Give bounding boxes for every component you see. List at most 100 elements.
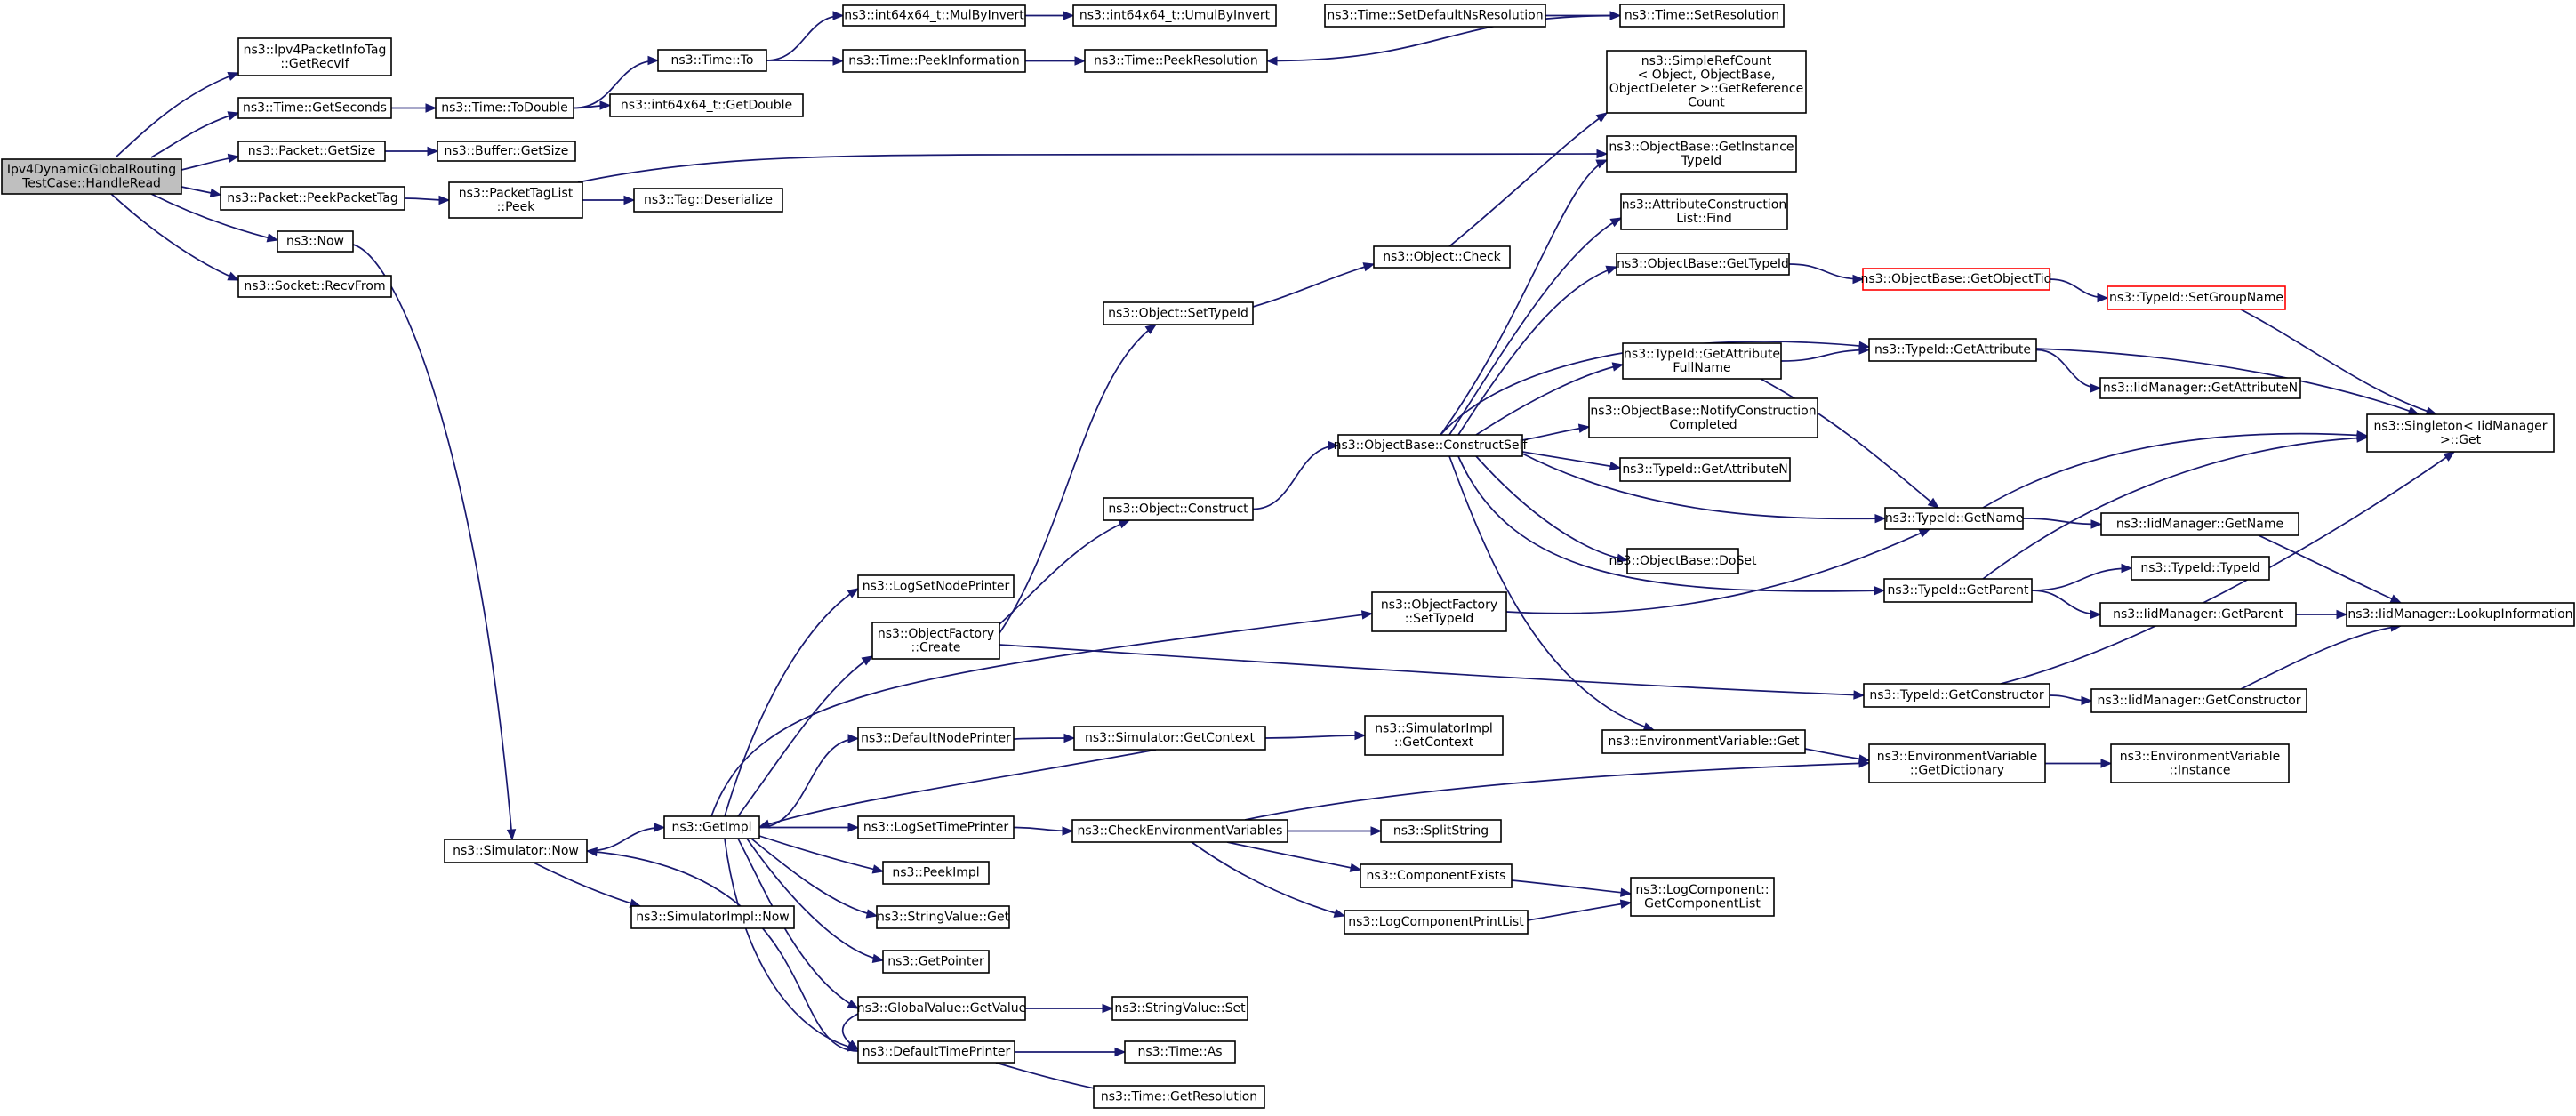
function-node-recvfrom[interactable]: ns3::Socket::RecvFrom bbox=[237, 275, 392, 298]
function-node-mulbyinvert[interactable]: ns3::int64x64_t::MulByInvert bbox=[842, 4, 1026, 27]
node-box bbox=[1344, 910, 1529, 935]
function-node-setdefns[interactable]: ns3::Time::SetDefaultNsResolution bbox=[1324, 4, 1546, 28]
function-node-todouble[interactable]: ns3::Time::ToDouble bbox=[435, 97, 574, 119]
function-node-tidgetattr[interactable]: ns3::TypeId::GetAttribute bbox=[1868, 338, 2037, 362]
function-node-tidtypeid[interactable]: ns3::TypeId::TypeId bbox=[2131, 556, 2270, 581]
function-node-recvif[interactable]: ns3::Ipv4PacketInfoTag::GetRecvIf bbox=[237, 37, 392, 76]
node-box bbox=[842, 49, 1026, 73]
function-node-checkenv[interactable]: ns3::CheckEnvironmentVariables bbox=[1071, 819, 1288, 843]
function-node-tidgetctor[interactable]: ns3::TypeId::GetConstructor bbox=[1863, 683, 2050, 708]
function-node-getpointer[interactable]: ns3::GetPointer bbox=[882, 950, 990, 974]
function-node-timeas[interactable]: ns3::Time::As bbox=[1124, 1040, 1236, 1064]
function-node-pgetsize[interactable]: ns3::Packet::GetSize bbox=[237, 141, 386, 162]
function-node-obgettypeid[interactable]: ns3::ObjectBase::GetTypeId bbox=[1616, 253, 1790, 276]
node-box bbox=[1103, 301, 1254, 325]
call-edge bbox=[758, 734, 860, 829]
node-label: ns3::Object::Check bbox=[1383, 250, 1501, 264]
function-node-obgetobjecttid[interactable]: ns3::ObjectBase::GetObjectTid bbox=[1860, 268, 2052, 291]
function-node-deftimeprinter[interactable]: ns3::DefaultTimePrinter bbox=[857, 1040, 1015, 1064]
function-node-timeto[interactable]: ns3::Time::To bbox=[657, 49, 767, 72]
function-node-iidgetparent[interactable]: ns3::IidManager::GetParent bbox=[2099, 602, 2297, 627]
function-node-simrefcount[interactable]: ns3::SimpleRefCount< Object, ObjectBase,… bbox=[1606, 50, 1807, 114]
edge-line bbox=[1760, 378, 1939, 509]
node-label: ns3::Time::PeekInformation bbox=[848, 54, 1020, 68]
function-node-iidgetattrn[interactable]: ns3::IidManager::GetAttributeN bbox=[2099, 377, 2301, 399]
function-node-svset[interactable]: ns3::StringValue::Set bbox=[1111, 996, 1248, 1021]
call-edge bbox=[2240, 309, 2438, 416]
function-node-offsettypeid[interactable]: ns3::ObjectFactory::SetTypeId bbox=[1371, 591, 1507, 632]
function-node-ptlpeek[interactable]: ns3::PacketTagList::Peek bbox=[448, 181, 583, 219]
node-label: ns3::int64x64_t::GetDouble bbox=[621, 99, 792, 113]
function-node-tidsetgroup[interactable]: ns3::TypeId::SetGroupName bbox=[2107, 285, 2286, 310]
function-node-lcgetlist[interactable]: ns3::LogComponent::GetComponentList bbox=[1630, 877, 1775, 917]
function-node-compexists[interactable]: ns3::ComponentExists bbox=[1360, 863, 1513, 888]
function-node-lcprintlist[interactable]: ns3::LogComponentPrintList bbox=[1344, 910, 1529, 935]
edge-arrowhead bbox=[847, 588, 860, 598]
function-node-tidgetparent[interactable]: ns3::TypeId::GetParent bbox=[1883, 578, 2033, 603]
function-node-ofcreate[interactable]: ns3::ObjectFactory::Create bbox=[871, 622, 1000, 660]
node-box bbox=[882, 861, 990, 885]
function-node-constructself[interactable]: ns3::ObjectBase::ConstructSelf bbox=[1334, 434, 1529, 457]
function-node-obdoset[interactable]: ns3::ObjectBase::DoSet bbox=[1609, 548, 1757, 574]
edge-arrowhead bbox=[1874, 586, 1886, 596]
node-box bbox=[1619, 4, 1785, 28]
function-node-simgetcontext[interactable]: ns3::Simulator::GetContext bbox=[1073, 726, 1266, 751]
function-node-logsettimeprinter[interactable]: ns3::LogSetTimePrinter bbox=[857, 815, 1015, 839]
function-node-simnow[interactable]: ns3::Simulator::Now bbox=[444, 839, 588, 863]
function-node-peekinfo[interactable]: ns3::Time::PeekInformation bbox=[842, 49, 1026, 73]
function-node-envgetdict[interactable]: ns3::EnvironmentVariable::GetDictionary bbox=[1868, 743, 2046, 783]
function-node-getdouble[interactable]: ns3::int64x64_t::GetDouble bbox=[609, 93, 804, 117]
function-node-peekpackettag[interactable]: ns3::Packet::PeekPacketTag bbox=[220, 186, 405, 211]
function-node-iidgetctor[interactable]: ns3::IidManager::GetConstructor bbox=[2090, 688, 2307, 713]
node-label: Completed bbox=[1669, 418, 1737, 432]
node-label: ns3::TypeId::GetAttributeN bbox=[1622, 462, 1787, 477]
function-node-lognodeprinter[interactable]: ns3::LogSetNodePrinter bbox=[857, 574, 1015, 598]
node-label: ns3::LogComponentPrintList bbox=[1348, 915, 1524, 929]
edge-arrowhead bbox=[654, 823, 666, 832]
node-label: ns3::TypeId::SetGroupName bbox=[2109, 291, 2283, 305]
function-node-splitstring[interactable]: ns3::SplitString bbox=[1380, 819, 1502, 843]
call-edge bbox=[737, 838, 860, 1009]
node-label: ::Create bbox=[911, 640, 961, 654]
function-node-defnodeprinter[interactable]: ns3::DefaultNodePrinter bbox=[857, 727, 1015, 751]
function-node-gvgetvalue[interactable]: ns3::GlobalValue::GetValue bbox=[857, 996, 1026, 1021]
node-box bbox=[1883, 578, 2033, 603]
edge-arrowhead bbox=[585, 847, 598, 857]
function-node-peekimpl[interactable]: ns3::PeekImpl bbox=[882, 861, 990, 885]
edge-line bbox=[2240, 309, 2437, 415]
function-node-tagdeser[interactable]: ns3::Tag::Deserialize bbox=[633, 188, 783, 213]
function-node-objcheck[interactable]: ns3::Object::Check bbox=[1373, 245, 1511, 269]
node-label: FullName bbox=[1673, 361, 1730, 375]
function-node-simimplnow[interactable]: ns3::SimulatorImpl::Now bbox=[630, 905, 795, 929]
function-node-iidlookup[interactable]: ns3::IidManager::LookupInformation bbox=[2346, 602, 2575, 627]
function-node-objsettypeid[interactable]: ns3::Object::SetTypeId bbox=[1103, 301, 1254, 325]
function-node-bgetsize[interactable]: ns3::Buffer::GetSize bbox=[437, 141, 576, 162]
function-node-umulbyinvert[interactable]: ns3::int64x64_t::UmulByInvert bbox=[1072, 4, 1277, 27]
function-node-now[interactable]: ns3::Now bbox=[277, 230, 354, 253]
function-node-root[interactable]: Ipv4DynamicGlobalRoutingTestCase::Handle… bbox=[1, 158, 182, 195]
function-node-simimplgetctx[interactable]: ns3::SimulatorImpl::GetContext bbox=[1364, 715, 1504, 756]
function-node-objconstruct[interactable]: ns3::Object::Construct bbox=[1103, 497, 1254, 521]
edge-arrowhead bbox=[832, 56, 845, 66]
edge-arrowhead bbox=[1595, 112, 1609, 123]
call-edge bbox=[1448, 217, 1623, 436]
function-node-envget[interactable]: ns3::EnvironmentVariable::Get bbox=[1601, 729, 1806, 754]
function-node-tidgetattrn[interactable]: ns3::TypeId::GetAttributeN bbox=[1619, 457, 1791, 482]
function-node-getseconds[interactable]: ns3::Time::GetSeconds bbox=[237, 97, 392, 119]
node-label: ns3::TypeId::GetConstructor bbox=[1869, 688, 2043, 703]
function-node-timegetres[interactable]: ns3::Time::GetResolution bbox=[1093, 1085, 1265, 1109]
function-node-peekres[interactable]: ns3::Time::PeekResolution bbox=[1084, 49, 1268, 73]
call-edge bbox=[2049, 694, 2093, 706]
function-node-notifycc[interactable]: ns3::ObjectBase::NotifyConstructionCompl… bbox=[1588, 397, 1818, 438]
function-node-tidgetname[interactable]: ns3::TypeId::GetName bbox=[1884, 507, 2024, 530]
function-node-getimpl[interactable]: ns3::GetImpl bbox=[663, 815, 760, 839]
function-node-setres[interactable]: ns3::Time::SetResolution bbox=[1619, 4, 1785, 28]
function-node-iidgetname[interactable]: ns3::IidManager::GetName bbox=[2100, 512, 2299, 536]
edge-arrowhead bbox=[1577, 423, 1591, 433]
function-node-svget[interactable]: ns3::StringValue::Get bbox=[876, 905, 1010, 929]
function-node-envinstance[interactable]: ns3::EnvironmentVariable::Instance bbox=[2110, 743, 2290, 783]
function-node-singletonget[interactable]: ns3::Singleton< IidManager>::Get bbox=[2366, 413, 2555, 453]
